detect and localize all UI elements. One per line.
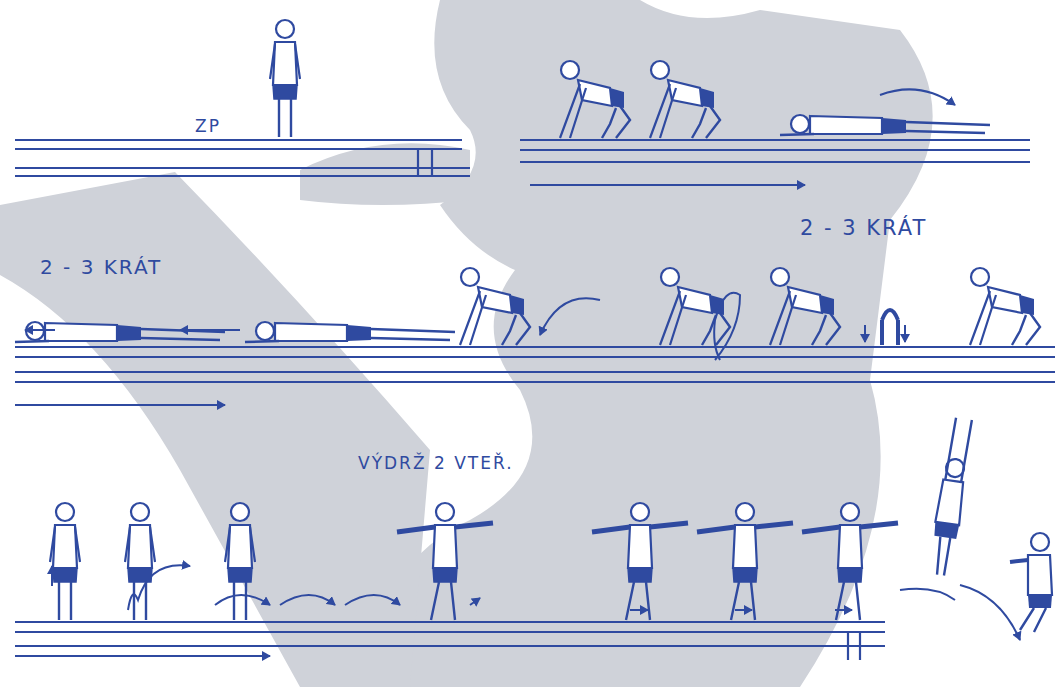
exercise-label: VÝDRŽ 2 VTEŘ. [358, 455, 514, 472]
drawing-part [245, 322, 455, 342]
drawing-part [397, 503, 493, 620]
drawing-part [15, 140, 470, 176]
background-shapes [0, 0, 933, 687]
drawing-part [15, 347, 1055, 382]
drawing-part [960, 585, 1020, 640]
drawing-part [180, 329, 240, 331]
drawing-part [880, 89, 955, 105]
drawing-part [630, 609, 648, 611]
bench-rows [15, 140, 1055, 660]
drawing-part [933, 522, 959, 539]
drawing-part [592, 503, 688, 620]
drawing-part [300, 143, 470, 205]
drawing-part [864, 325, 866, 342]
drawing-part [530, 184, 805, 186]
drawing-part [735, 609, 752, 611]
drawing-part [520, 140, 1030, 162]
drawing-part [51, 566, 53, 586]
figures [15, 20, 1052, 632]
drawing-part [15, 404, 225, 406]
drawing-part [1010, 533, 1052, 632]
drawing-part [15, 655, 270, 657]
drawing-part [1020, 608, 1046, 632]
drawing-part [650, 61, 720, 138]
drawing-part [15, 622, 885, 660]
drawing-part [270, 20, 300, 137]
drawing-part [0, 172, 430, 687]
drawing-part [970, 268, 1040, 345]
drawing-part [802, 503, 898, 620]
drawing-part [470, 598, 480, 605]
drawing-part [882, 310, 898, 345]
exercise-label: 2 - 3 KRÁT [40, 257, 162, 277]
drawing-part [1028, 555, 1052, 595]
drawing-part [128, 565, 190, 610]
motion-arrows [25, 89, 1020, 640]
drawing-part [780, 115, 990, 135]
drawing-part [540, 298, 600, 335]
drawing-part [460, 268, 530, 345]
drawing-part [215, 595, 270, 605]
drawing-part [1028, 595, 1052, 608]
drawing-part [345, 595, 400, 605]
exercise-label: ZP [195, 118, 221, 135]
drawing-part [928, 417, 974, 577]
drawing-part [280, 595, 335, 605]
drawing-part [1031, 533, 1049, 551]
drawing-part [935, 537, 950, 576]
drawing-part [945, 417, 972, 482]
exercise-label: 2 - 3 KRÁT [800, 218, 927, 239]
drawing-part [835, 609, 852, 611]
drawing-part [225, 503, 255, 620]
drawing-part [560, 61, 630, 138]
drawing-part [714, 293, 740, 360]
drawing-part [15, 322, 225, 342]
drawing-part [770, 268, 840, 345]
drawing-part [697, 503, 793, 620]
drawing-part [935, 479, 965, 525]
drawing-part [1010, 560, 1028, 562]
drawing-part [50, 503, 80, 620]
drawing-part [904, 325, 906, 342]
drawing-part [360, 0, 933, 687]
drawing-part [900, 589, 955, 600]
drawing-part [25, 329, 55, 331]
